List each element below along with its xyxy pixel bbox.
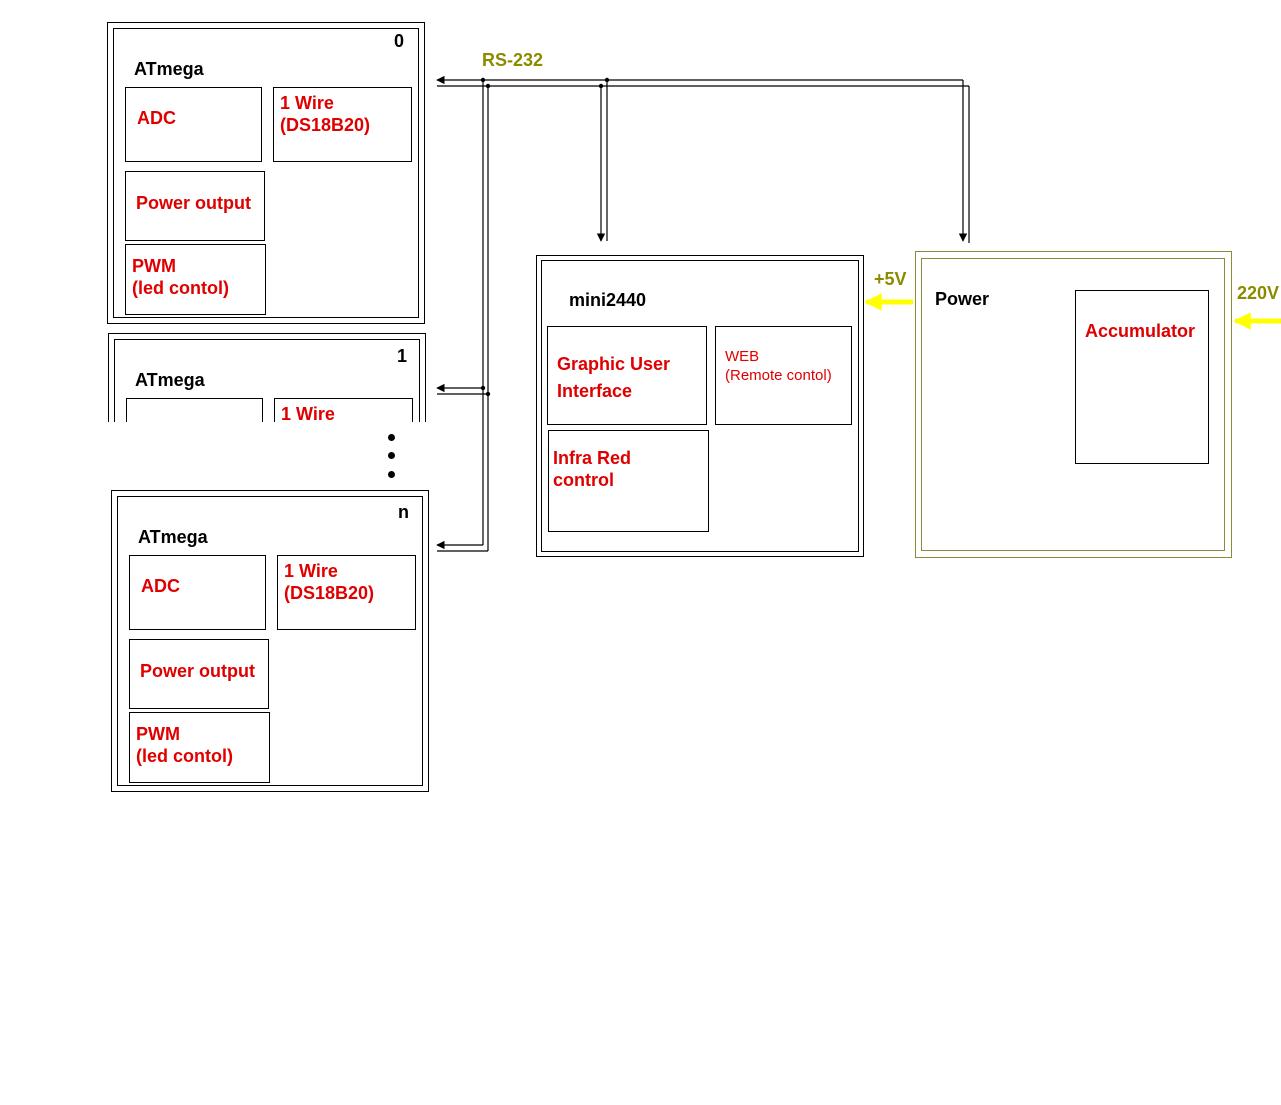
junction-dot xyxy=(480,385,486,391)
atmega-0-inner xyxy=(113,28,419,318)
atmega-0-outer xyxy=(107,22,425,324)
junction-dot xyxy=(480,77,486,83)
atmega-0-adc-label: ADC xyxy=(137,108,176,128)
atmega-1-cutoff xyxy=(100,422,432,488)
atmega-n-title: ATmega xyxy=(138,527,208,547)
atmega-n-power-output-label: Power output xyxy=(140,661,255,681)
atmega-n-adc-box xyxy=(129,555,266,630)
mini2440-outer xyxy=(536,255,864,557)
voltage-220v-label: 220V xyxy=(1237,283,1280,303)
atmega-0-power-output-box xyxy=(125,171,265,241)
rs232-label: RS-232 xyxy=(482,50,544,70)
atmega-n-pwm-box xyxy=(129,712,270,783)
atmega-0-onewire-box xyxy=(273,87,412,162)
voltage-5v-label: +5V xyxy=(874,269,907,289)
atmega-n-adc-label: ADC xyxy=(141,576,180,596)
mini2440-gui-box xyxy=(547,326,707,425)
junction-dot xyxy=(598,83,604,89)
atmega-n-power-output-box xyxy=(129,639,269,709)
atmega-1-title: ATmega xyxy=(135,370,205,390)
ellipsis-dot xyxy=(388,452,395,459)
mini2440-web-box xyxy=(715,326,852,425)
mini2440-infrared-label: Infra Red control xyxy=(553,448,632,490)
mini2440-inner xyxy=(541,260,859,552)
atmega-n-outer xyxy=(111,490,429,792)
atmega-0-pwm-label: PWM (led contol) xyxy=(132,256,229,298)
power-title: Power xyxy=(935,289,990,309)
atmega-1-onewire-label: 1 Wire xyxy=(281,404,335,424)
mini2440-title: mini2440 xyxy=(569,290,647,310)
atmega-n-pwm-label: PWM (led contol) xyxy=(136,724,233,766)
ellipsis-dot xyxy=(388,471,395,478)
atmega-0-index: 0 xyxy=(394,31,405,51)
junction-dot xyxy=(485,83,491,89)
mini2440-gui-label: Graphic User Interface xyxy=(557,354,671,401)
accumulator-box xyxy=(1075,290,1209,464)
atmega-0-onewire-label: 1 Wire (DS18B20) xyxy=(280,93,371,135)
atmega-n-inner xyxy=(117,496,423,786)
junction-dot xyxy=(604,77,610,83)
junction-dot xyxy=(485,391,491,397)
power-outer xyxy=(915,251,1232,558)
accumulator-label: Accumulator xyxy=(1085,321,1196,341)
atmega-n-onewire-label: 1 Wire (DS18B20) xyxy=(284,561,375,603)
atmega-0-title: ATmega xyxy=(134,59,204,79)
atmega-n-index: n xyxy=(398,502,409,522)
atmega-n-onewire-box xyxy=(277,555,416,630)
mini2440-infrared-box xyxy=(548,430,709,532)
power-inner xyxy=(921,258,1225,551)
atmega-0-pwm-box xyxy=(125,244,266,315)
atmega-0-adc-box xyxy=(125,87,262,162)
ellipsis-dot xyxy=(388,434,395,441)
atmega-1-index: 1 xyxy=(397,346,408,366)
mini2440-web-label: WEB (Remote contol) xyxy=(725,348,832,384)
atmega-0-power-output-label: Power output xyxy=(136,193,251,213)
